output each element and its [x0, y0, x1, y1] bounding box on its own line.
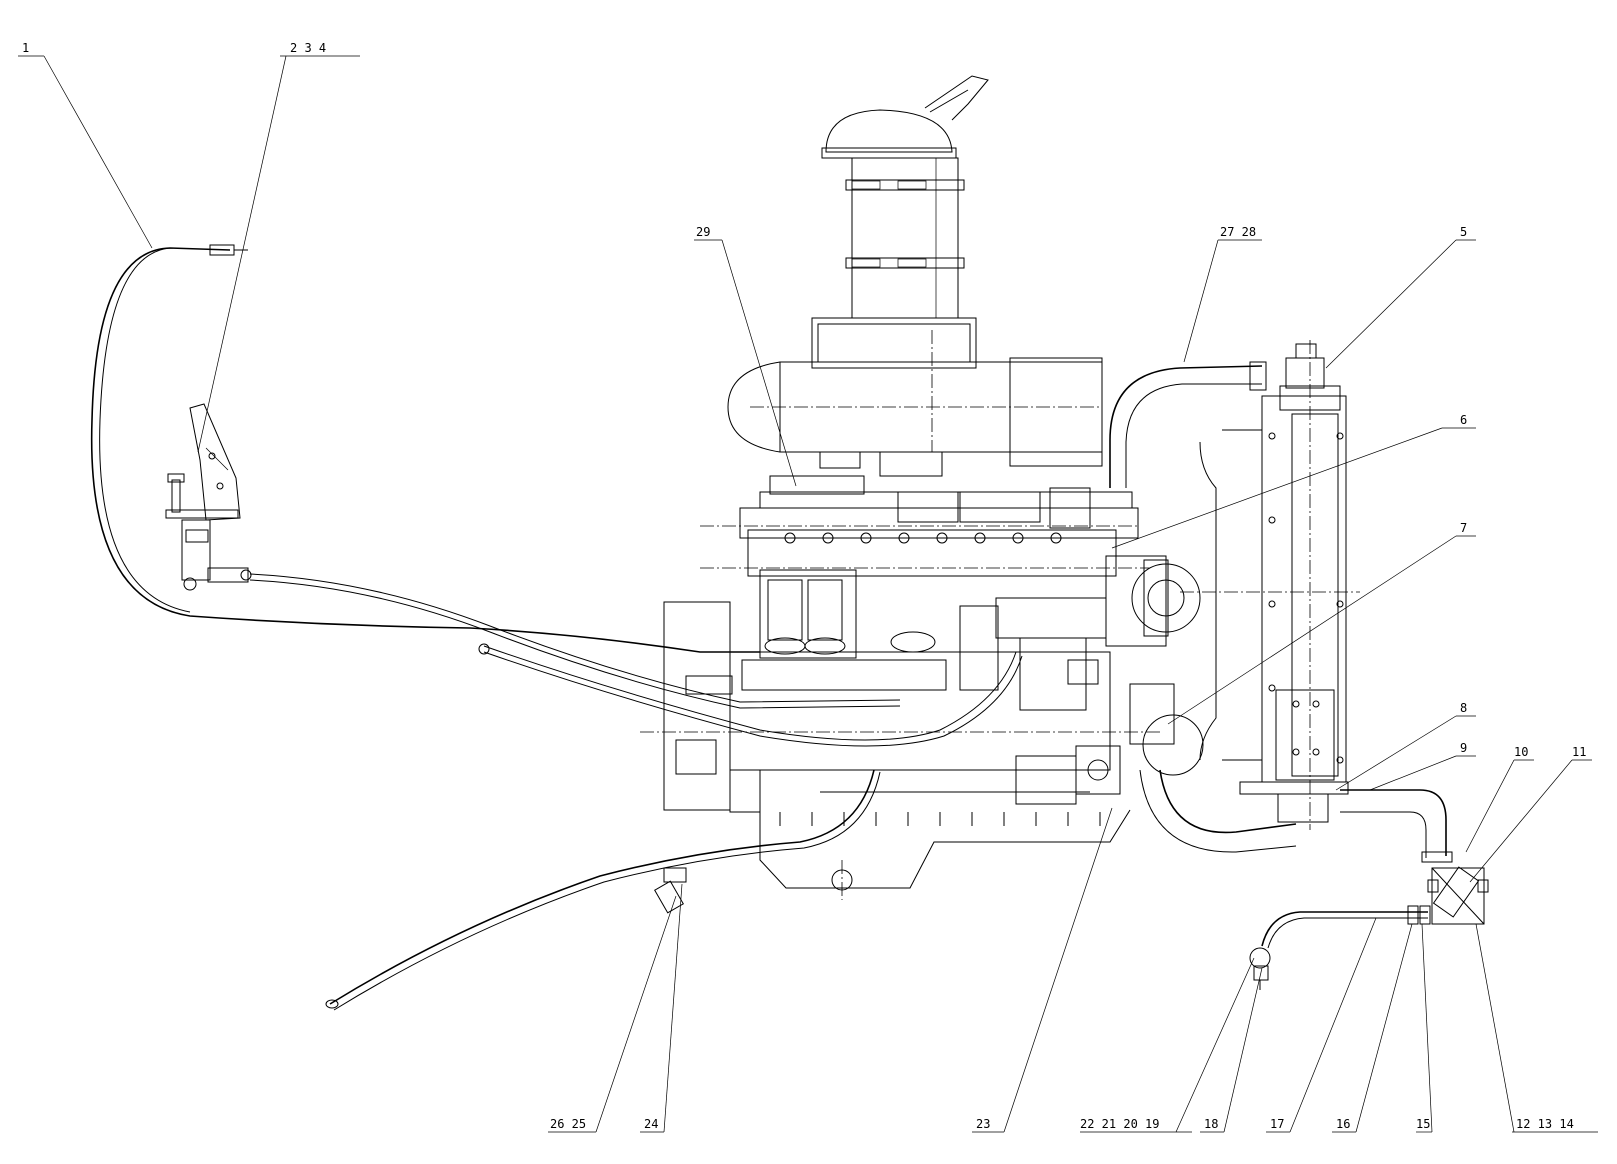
callout-29: 29	[696, 225, 710, 239]
callout-1: 1	[22, 41, 29, 55]
callout-16: 16	[1336, 1117, 1350, 1131]
callout-10: 10	[1514, 745, 1528, 759]
callout-22-21-20-19: 22 21 20 19	[1080, 1117, 1159, 1131]
callout-23: 23	[976, 1117, 990, 1131]
callout-18: 18	[1204, 1117, 1218, 1131]
lower-water-hose	[1139, 769, 1453, 863]
callout-2-3-4: 2 3 4	[290, 41, 326, 55]
leader-lines	[18, 55, 1598, 1133]
long-rod-cable	[325, 769, 881, 1011]
drain-valve-box	[1427, 866, 1489, 925]
radiator-bolts	[1268, 432, 1344, 764]
throttle-pedal-assembly	[165, 403, 252, 591]
callout-9: 9	[1460, 741, 1467, 755]
throttle-cable	[90, 244, 760, 653]
callout-6: 6	[1460, 413, 1467, 427]
callout-26-25: 26 25	[550, 1117, 586, 1131]
callout-8: 8	[1460, 701, 1467, 715]
callout-12-13-14: 12 13 14	[1516, 1117, 1574, 1131]
upper-water-hose	[1109, 361, 1267, 488]
callout-27-28: 27 28	[1220, 225, 1256, 239]
control-cables-lower	[249, 573, 1023, 747]
radiator	[1180, 340, 1360, 830]
callout-15: 15	[1416, 1117, 1430, 1131]
callout-11: 11	[1572, 745, 1586, 759]
engine-block	[640, 475, 1204, 900]
callout-24: 24	[644, 1117, 658, 1131]
air-cleaner	[727, 75, 1103, 477]
callout-5: 5	[1460, 225, 1467, 239]
callout-labels: 1 2 3 4 5 6 7 8 9 10 11 12 13 14 15 16 1…	[22, 41, 1586, 1131]
drain-pipe	[1249, 905, 1431, 990]
injector-row	[784, 532, 1062, 544]
callout-17: 17	[1270, 1117, 1284, 1131]
sump-bolts	[779, 812, 1101, 826]
callout-7: 7	[1460, 521, 1467, 535]
